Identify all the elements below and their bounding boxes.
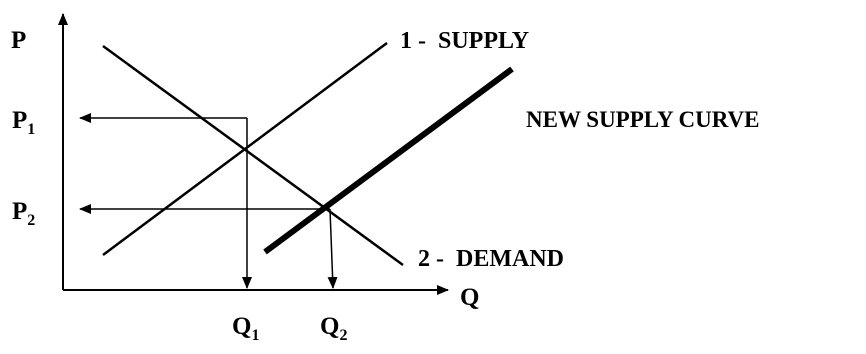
quantity-label-q1-letter: Q [232,313,251,340]
quantity-label-q1-subscript: 1 [251,327,259,344]
price-label-p1-subscript: 1 [27,121,35,138]
demand-curve [102,44,404,267]
price-label-p1: P1 [12,107,35,138]
new-supply-curve-label: NEW SUPPLY CURVE [526,107,760,132]
quantity-label-q2-letter: Q [320,313,339,340]
q2-guide-arrow [327,208,338,289]
price-label-p2-letter: P [12,198,27,225]
price-label-p2-subscript: 2 [27,212,35,229]
quantity-label-q2: Q2 [320,313,347,344]
supply-curve-label: 1 - SUPPLY [400,28,529,54]
y-axis-label: P [11,27,26,54]
demand-curve-label: 2 - DEMAND [418,246,564,272]
price-label-p2: P2 [12,198,35,229]
x-axis-label: Q [460,284,479,311]
new-supply-curve [263,66,514,255]
quantity-label-q2-subscript: 2 [339,327,347,344]
price-label-p1-letter: P [12,107,27,134]
quantity-label-q1: Q1 [232,313,259,344]
